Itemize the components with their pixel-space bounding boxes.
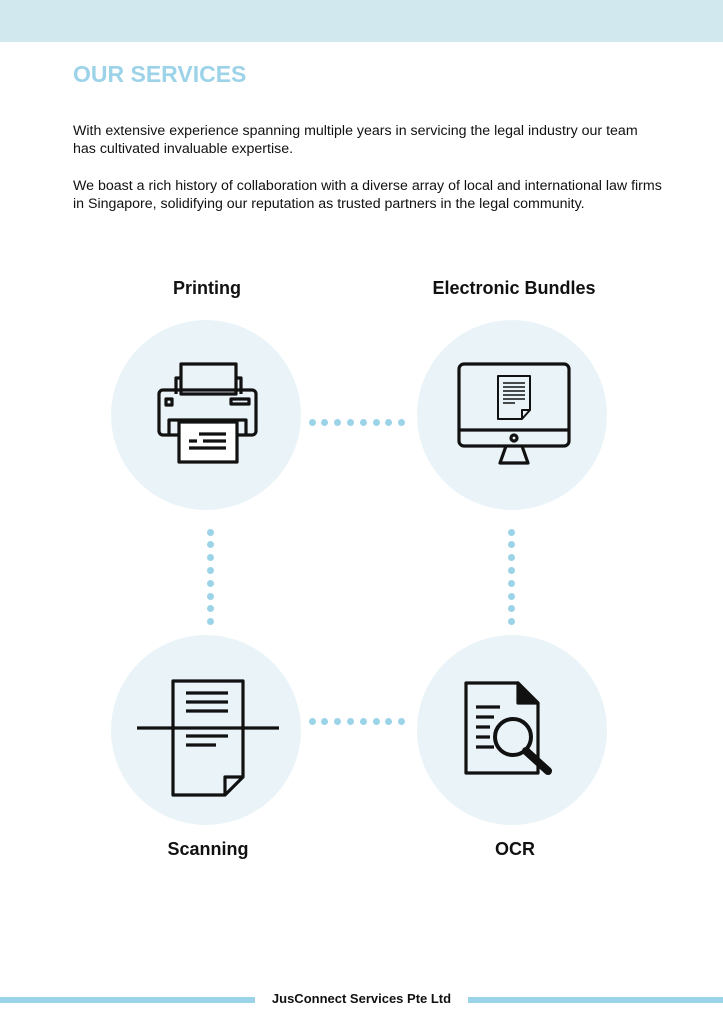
service-circle-electronic-bundles xyxy=(417,320,607,510)
connector-dot xyxy=(206,618,214,626)
connector-dot xyxy=(507,541,515,549)
connector-dot xyxy=(507,618,515,626)
service-label-electronic-bundles: Electronic Bundles xyxy=(432,278,596,298)
service-label-scanning: Scanning xyxy=(167,839,249,859)
connector-dot xyxy=(206,554,214,562)
service-circle-ocr xyxy=(417,635,607,825)
connector-dot xyxy=(398,717,406,725)
connector-dot xyxy=(334,717,342,725)
connector-dot xyxy=(206,528,214,536)
service-label-ocr: OCR xyxy=(495,839,535,859)
service-circle-printing xyxy=(111,320,301,510)
connector-dot xyxy=(385,418,393,426)
connector-dot xyxy=(507,592,515,600)
footer-line-right xyxy=(468,997,723,1003)
connector-dot xyxy=(346,717,354,725)
connector-dot xyxy=(206,579,214,587)
connector-dot xyxy=(372,418,380,426)
connector-dot xyxy=(359,418,367,426)
intro-paragraph-2: We boast a rich history of collaboration… xyxy=(73,178,662,212)
printer-icon xyxy=(157,362,258,464)
monitor-document-icon xyxy=(457,362,571,465)
connector-dot xyxy=(385,717,393,725)
intro-paragraph-1: With extensive experience spanning multi… xyxy=(73,123,638,157)
connector-dot xyxy=(308,418,316,426)
connector-dot xyxy=(372,717,380,725)
connector-dot xyxy=(206,605,214,613)
service-label-printing: Printing xyxy=(173,278,241,298)
connector-dot xyxy=(206,592,214,600)
document-search-icon xyxy=(464,681,552,775)
connector-dot xyxy=(346,418,354,426)
connector-dot xyxy=(206,541,214,549)
connector-dot xyxy=(321,418,329,426)
scan-document-icon xyxy=(137,679,279,797)
connector-dot xyxy=(507,566,515,574)
connector-dot xyxy=(321,717,329,725)
connector-dot xyxy=(206,566,214,574)
connector-dot xyxy=(359,717,367,725)
header-band xyxy=(0,0,723,42)
connector-dot xyxy=(308,717,316,725)
connector-dot xyxy=(334,418,342,426)
footer-line-left xyxy=(0,997,255,1003)
connector-dot xyxy=(507,605,515,613)
footer-company-name: JusConnect Services Pte Ltd xyxy=(271,991,452,1006)
connector-dot xyxy=(507,554,515,562)
connector-dot xyxy=(507,528,515,536)
connector-dot xyxy=(398,418,406,426)
connector-dot xyxy=(507,579,515,587)
service-circle-scanning xyxy=(111,635,301,825)
page-title: OUR SERVICES xyxy=(73,61,247,87)
